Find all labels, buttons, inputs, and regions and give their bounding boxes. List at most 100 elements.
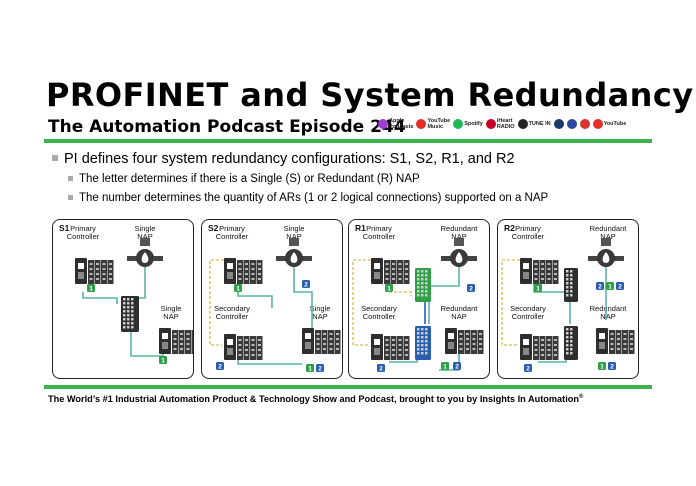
secondary-controller-io-led [398,339,402,341]
redundant-nap-io-led [617,343,620,345]
primary-controller-io-module [101,260,107,284]
primary-controller-io-module [250,260,256,284]
panel-id: R1 [355,223,366,233]
redundant-nap-io-led [610,333,614,335]
diagram-label: NAP [286,232,301,241]
switch-secondary-port [566,336,569,339]
switch-primary-port [421,282,424,285]
platform-3: iHeart RADIO [485,118,515,130]
switch-port [131,310,134,313]
secondary-controller-io-led [405,339,408,341]
switch-secondary-port [566,332,569,335]
ar-badge [87,284,95,292]
primary-controller-io-module [384,260,390,284]
secondary-controller-io-module [403,336,410,360]
primary-controller-io-led [534,263,538,265]
single-nap-cpu-window [305,333,311,339]
switch-secondary-port [421,344,424,347]
switch-primary-port [417,290,420,293]
switch-port [123,310,126,313]
switch-secondary-port [417,332,420,335]
switch-primary-port [417,274,420,277]
single-nap-io-module [315,330,321,354]
secondary-controller-cpu-display [374,348,380,355]
ar-badge [616,282,624,290]
single-nap-io-led [323,338,326,340]
single-nap-io-led [180,343,183,345]
diagram-label: NAP [312,312,327,321]
single-nap-io-led [316,348,320,350]
youtube-music-icon [416,119,427,129]
single-nap-io-module [334,330,341,354]
switch-primary-port [421,290,424,293]
amazon-music-icon [553,119,564,129]
switch-primary-port [570,290,573,293]
podchaser-icon [566,119,577,129]
platform-8: YouTube [592,119,626,129]
primary-controller-io-module [88,260,94,284]
ar-badge-label: 2 [598,283,602,290]
bullet-sub-1: The letter determines if there is a Sing… [68,172,652,187]
redundant-nap-io-led [472,333,476,335]
switch-secondary-port [570,352,573,355]
ar-badge [467,284,475,292]
network-link [386,284,412,296]
redundant-nap-io-led [459,338,463,340]
diagram-label: Controller [512,232,545,241]
network-link [501,259,520,346]
platform-4: TUNE IN [517,119,551,129]
secondary-controller-io-led [385,339,389,341]
switch-port [131,322,134,325]
redundant-nap-io-module [609,330,615,354]
secondary-controller-io-led [534,354,538,356]
primary-controller-cpu-display [227,272,233,279]
switch-port [131,298,134,301]
secondary-controller-io-module [250,336,256,360]
switch-secondary-port [566,352,569,355]
switch-port [127,322,130,325]
ar-badge-label: 2 [455,363,459,370]
platform-7 [579,119,590,129]
primary-controller-io-led [89,268,93,270]
secondary-controller-io-led [405,354,408,356]
switch-port [123,318,126,321]
primary-controller-io-led [541,263,544,265]
secondary-controller-cpu-display [227,348,233,355]
ar-badge-label: 1 [443,363,447,370]
switch-port [123,322,126,325]
platform-6 [566,119,577,129]
diagram-label: Redundant [441,224,479,233]
diagram-label: NAP [600,232,615,241]
switch-primary-port [425,282,428,285]
single-nap-io-module [185,330,191,354]
ar-badge-label: 1 [536,285,540,292]
redundant-nap-io-led [610,348,614,350]
primary-controller-io-led [398,268,402,270]
switch-secondary-port [417,336,420,339]
secondary-controller-io-led [245,339,248,341]
secondary-controller-io-led [238,339,242,341]
platform-1: YouTube Music [416,118,450,130]
switch-port [123,314,126,317]
primary-controller-io-led [89,273,93,275]
diagram-label: Controller [216,232,249,241]
switch-primary-port [421,286,424,289]
secondary-controller-io-led [258,349,261,351]
diagram-label: Redundant [441,304,479,313]
primary-controller-cpu-window [523,263,529,269]
iheartradio-icon [485,119,496,129]
secondary-controller-io-led [554,349,557,351]
switch-secondary-port [425,340,428,343]
single-nap-io-led [173,348,177,350]
secondary-controller-io-led [534,349,538,351]
redundant-nap-io-led [479,333,482,335]
ar-badge-label: 2 [526,365,530,372]
bottom-divider [44,385,652,389]
single-nap-io-led [186,348,190,350]
ar-badge-label: 1 [387,285,391,292]
switch-primary [564,268,578,302]
diagram-label: Secondary [214,304,250,313]
single-nap-io-led [336,348,339,350]
primary-controller-io-led [251,278,255,280]
diagram-label: Controller [363,312,396,321]
